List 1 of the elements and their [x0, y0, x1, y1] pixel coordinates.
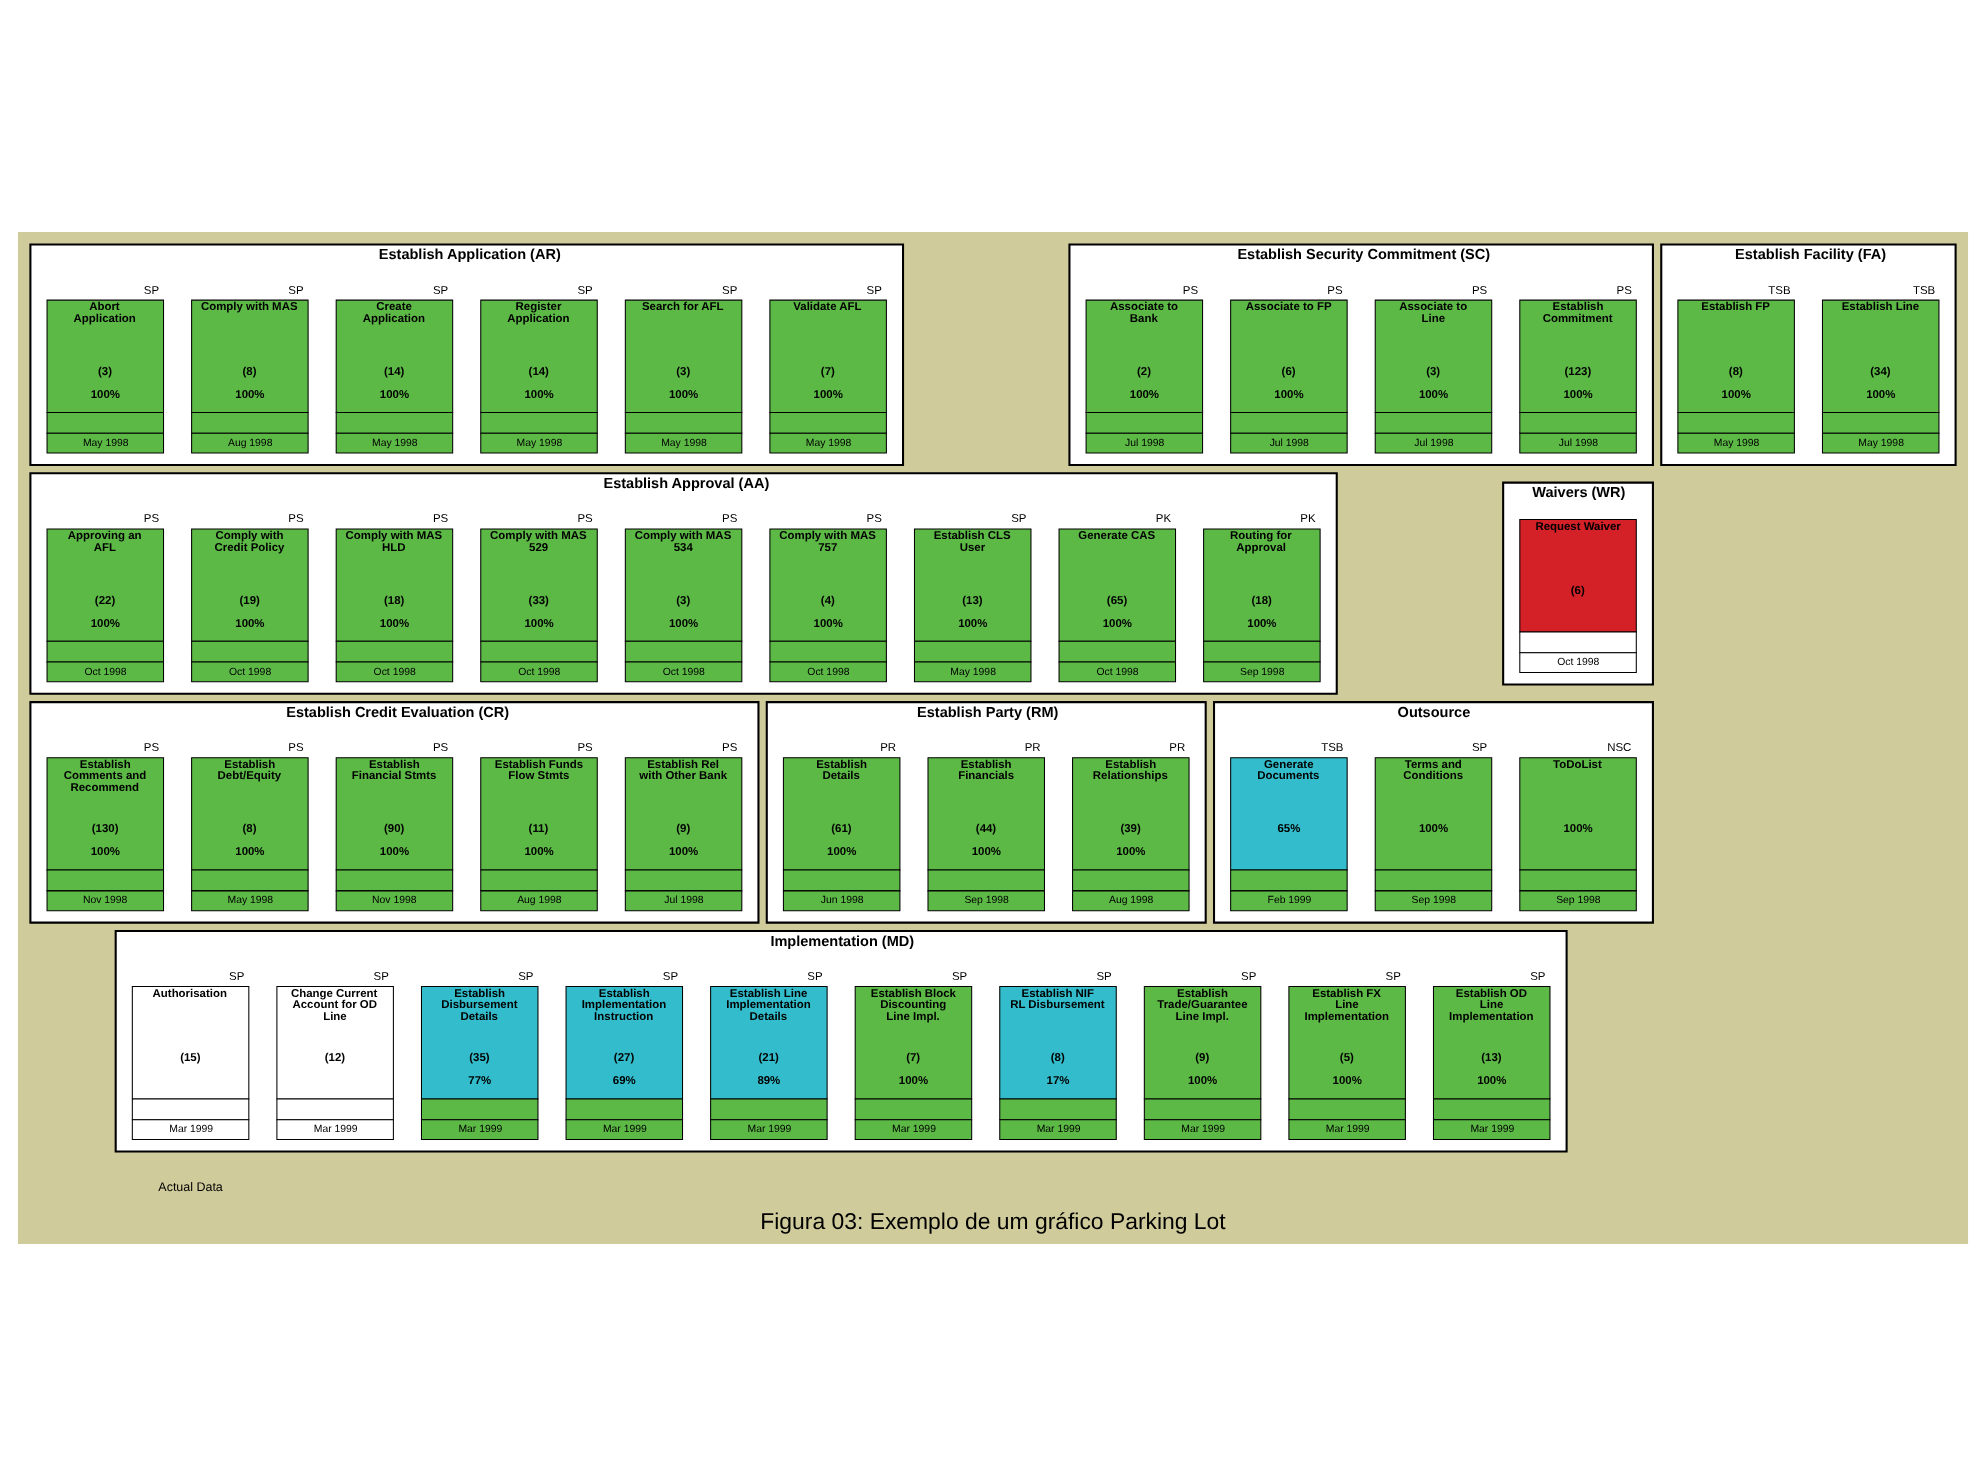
caption: Figura 03: Exemplo de um gráfico Parking Lot — [760, 1211, 1226, 1236]
